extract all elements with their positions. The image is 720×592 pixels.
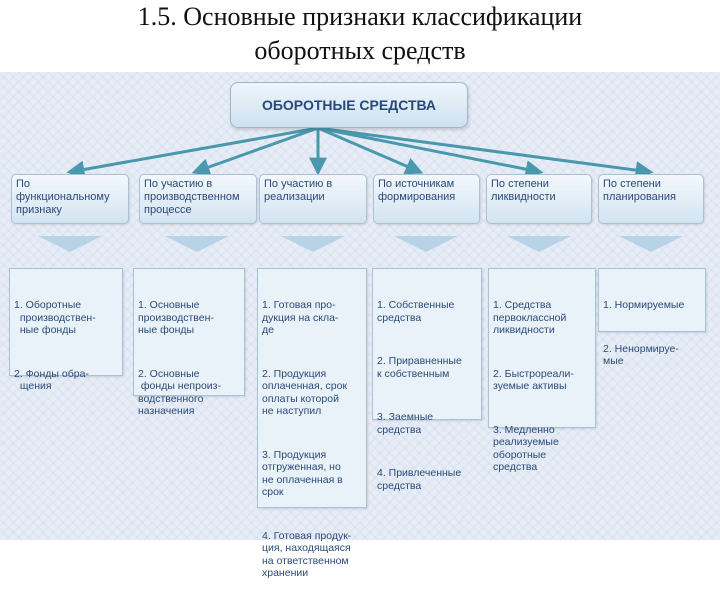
list-item: 1. Нормируемые <box>603 299 685 311</box>
chevron-down-icon <box>281 236 345 252</box>
detail-list-planning: 1. Нормируемые 2. Ненормируе- мые <box>598 268 706 367</box>
list-item: 4. Готовая продук- ция, находящаяся на о… <box>262 529 352 580</box>
list-item: 4. Привлеченные средства <box>377 467 462 492</box>
list-item: 2. Быстрореали- зуемые активы <box>493 367 574 393</box>
arrow-to-criterion-5 <box>317 126 544 179</box>
detail-list-functional: 1. Оборотные производствен- ные фонды 2.… <box>9 268 123 392</box>
detail-list-sources: 1. Собственные средства 2. Приравненные … <box>372 268 482 492</box>
list-item: 3. Заемные средства <box>377 411 434 436</box>
list-item: 2. Фонды обра- щения <box>14 367 89 393</box>
list-item: 3. Медленно реализуемые оборотные средст… <box>493 423 559 474</box>
title-line-1: 1.5. Основные признаки классификации <box>137 2 583 31</box>
chevron-down-icon <box>507 236 571 252</box>
criterion-production-process: По участию в производственном процессе <box>139 174 257 224</box>
list-item: 1. Средства первоклассной ликвидности <box>493 299 567 336</box>
criterion-realization: По участию в реализации <box>259 174 367 224</box>
chevron-down-icon <box>619 236 683 252</box>
chevron-down-icon <box>38 236 102 252</box>
criterion-sources: По источникам формирования <box>373 174 480 224</box>
detail-list-realization: 1. Готовая про- дукция на скла- де 2. Пр… <box>257 268 367 579</box>
arrow-to-criterion-2 <box>191 126 319 176</box>
arrow-to-criterion-1 <box>66 126 319 179</box>
arrow-to-criterion-6 <box>317 126 654 180</box>
list-item: 2. Основные фонды непроиз- водственного … <box>138 367 221 418</box>
criterion-liquidity: По степени ликвидности <box>486 174 592 224</box>
slide-title: 1.5. Основные признаки классификации обо… <box>0 0 720 72</box>
arrow-to-criterion-4 <box>317 126 424 175</box>
detail-list-production-process: 1. Основные производствен- ные фонды 2. … <box>133 268 245 417</box>
list-item: 1. Основные производствен- ные фонды <box>138 299 214 336</box>
list-item: 2. Ненормируе- мые <box>603 342 679 368</box>
list-item: 2. Приравненные к собственным <box>377 355 462 380</box>
list-item: 3. Продукция отгруженная, но не оплаченн… <box>262 448 343 499</box>
chevron-down-icon <box>394 236 458 252</box>
chevron-down-icon <box>165 236 229 252</box>
list-item: 1. Оборотные производствен- ные фонды <box>14 299 96 336</box>
criterion-functional: По функциональному признаку <box>11 174 129 224</box>
connector-arrows <box>66 126 654 180</box>
list-item: 1. Собственные средства <box>377 299 455 324</box>
root-node: ОБОРОТНЫЕ СРЕДСТВА <box>230 82 468 128</box>
title-line-2: оборотных средств <box>254 36 466 65</box>
criterion-planning: По степени планирования <box>598 174 704 224</box>
detail-list-liquidity: 1. Средства первоклассной ликвидности 2.… <box>488 268 596 473</box>
list-item: 2. Продукция оплаченная, срок оплаты кот… <box>262 367 348 418</box>
list-item: 1. Готовая про- дукция на скла- де <box>262 299 339 336</box>
